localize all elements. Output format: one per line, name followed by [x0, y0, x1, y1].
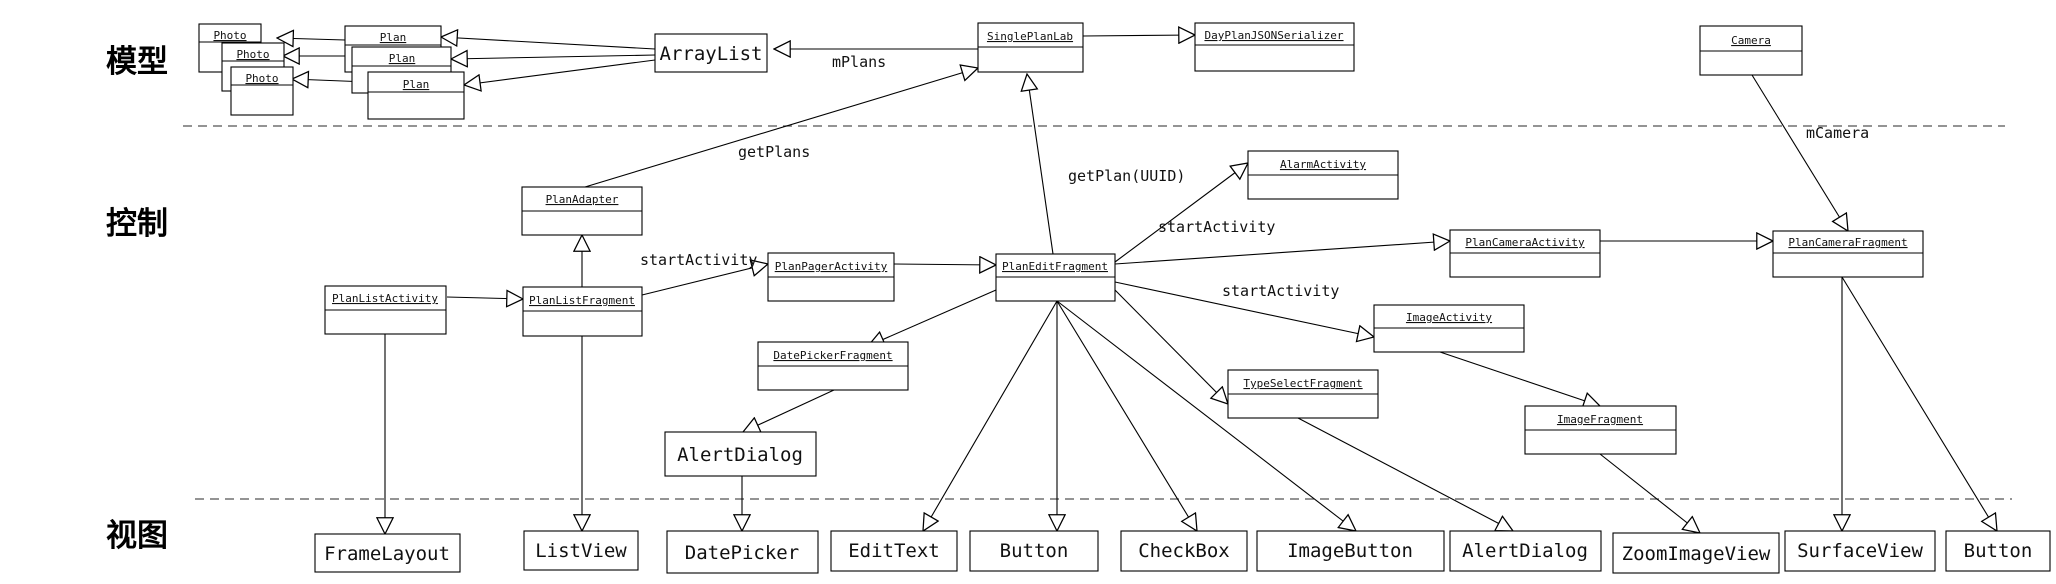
view-button-camera: Button	[1945, 530, 2051, 572]
svg-text:CheckBox: CheckBox	[1138, 540, 1230, 562]
svg-text:PlanEditFragment: PlanEditFragment	[1002, 260, 1108, 273]
view-alertdialog: AlertDialog	[1449, 530, 1602, 572]
class-alarmactivity: AlarmActivity	[1247, 150, 1399, 200]
class-plancamerafragment: PlanCameraFragment	[1772, 230, 1924, 278]
class-camera: Camera	[1699, 25, 1803, 76]
svg-text:DatePicker: DatePicker	[685, 542, 799, 564]
svg-text:PlanListActivity: PlanListActivity	[332, 292, 438, 305]
view-listview: ListView	[523, 530, 639, 571]
view-imagebutton: ImageButton	[1256, 530, 1445, 572]
svg-text:Plan: Plan	[389, 52, 416, 65]
svg-text:EditText: EditText	[848, 540, 940, 562]
edge-label-startactivity-pager: startActivity	[640, 251, 757, 269]
layer-label-control: 控制	[106, 206, 168, 242]
class-alertdialog: AlertDialog	[664, 431, 817, 477]
class-datepickerfragment: DatePickerFragment	[757, 341, 909, 391]
svg-text:ArrayList: ArrayList	[660, 43, 763, 65]
class-planpageractivity: PlanPagerActivity	[767, 252, 895, 302]
svg-text:DatePickerFragment: DatePickerFragment	[773, 349, 892, 362]
svg-text:PlanCameraActivity: PlanCameraActivity	[1465, 236, 1585, 249]
svg-text:ImageButton: ImageButton	[1287, 540, 1413, 562]
view-edittext: EditText	[830, 530, 958, 572]
edge-label-startactivity-alarm: startActivity	[1158, 218, 1275, 236]
layer-label-model: 模型	[106, 44, 168, 80]
svg-text:AlarmActivity: AlarmActivity	[1280, 158, 1366, 171]
view-checkbox: CheckBox	[1120, 530, 1248, 572]
class-planlistactivity: PlanListActivity	[324, 285, 447, 335]
edge-label-mplans: mPlans	[832, 53, 886, 71]
edge-label-startactivity-image: startActivity	[1222, 282, 1339, 300]
edge-label-getplans: getPlans	[738, 143, 810, 161]
class-planeditfragment: PlanEditFragment	[995, 253, 1116, 302]
svg-text:TypeSelectFragment: TypeSelectFragment	[1243, 377, 1362, 390]
view-zoomimageview: ZoomImageView	[1612, 532, 1780, 574]
svg-text:PlanListFragment: PlanListFragment	[529, 294, 635, 307]
edge-label-mcamera: mCamera	[1806, 124, 1869, 142]
svg-text:FrameLayout: FrameLayout	[324, 543, 450, 565]
edges	[277, 35, 1997, 534]
svg-text:SurfaceView: SurfaceView	[1797, 540, 1923, 562]
svg-text:Plan: Plan	[403, 78, 430, 91]
layer-label-view: 视图	[106, 518, 168, 554]
svg-text:ZoomImageView: ZoomImageView	[1622, 543, 1771, 565]
view-surfaceview: SurfaceView	[1784, 530, 1936, 572]
svg-text:Button: Button	[1000, 540, 1069, 562]
class-singleplanlab: SinglePlanLab	[977, 22, 1084, 73]
class-planlistfragment: PlanListFragment	[522, 286, 643, 337]
svg-text:ImageFragment: ImageFragment	[1557, 413, 1643, 426]
svg-text:AlertDialog: AlertDialog	[1462, 540, 1588, 562]
svg-text:Camera: Camera	[1731, 34, 1771, 47]
edge-label-getplan-uuid: getPlan(UUID)	[1068, 167, 1185, 185]
view-datepicker: DatePicker	[666, 530, 819, 574]
svg-text:Photo: Photo	[236, 48, 269, 61]
svg-text:SinglePlanLab: SinglePlanLab	[987, 30, 1073, 43]
class-plan-3: Plan	[367, 71, 465, 120]
class-typeselectfragment: TypeSelectFragment	[1227, 369, 1379, 419]
class-arraylist: ArrayList	[654, 33, 768, 73]
svg-text:AlertDialog: AlertDialog	[677, 444, 803, 466]
svg-text:Button: Button	[1964, 540, 2033, 562]
class-planadapter: PlanAdapter	[521, 186, 643, 236]
svg-text:Photo: Photo	[245, 72, 278, 85]
svg-text:PlanPagerActivity: PlanPagerActivity	[775, 260, 888, 273]
class-dayplanjsonserializer: DayPlanJSONSerializer	[1194, 22, 1355, 72]
class-imageactivity: ImageActivity	[1373, 304, 1525, 353]
svg-text:PlanCameraFragment: PlanCameraFragment	[1788, 236, 1907, 249]
svg-text:PlanAdapter: PlanAdapter	[546, 193, 619, 206]
svg-text:ListView: ListView	[535, 540, 627, 562]
svg-text:ImageActivity: ImageActivity	[1406, 311, 1492, 324]
view-button-edit: Button	[969, 530, 1099, 572]
svg-text:DayPlanJSONSerializer: DayPlanJSONSerializer	[1204, 29, 1343, 42]
class-photo-3: Photo	[230, 66, 294, 116]
class-imagefragment: ImageFragment	[1524, 405, 1677, 455]
class-plancameraactivity: PlanCameraActivity	[1449, 229, 1601, 278]
svg-text:Plan: Plan	[380, 31, 407, 44]
svg-text:Photo: Photo	[213, 29, 246, 42]
view-framelayout: FrameLayout	[314, 533, 461, 573]
